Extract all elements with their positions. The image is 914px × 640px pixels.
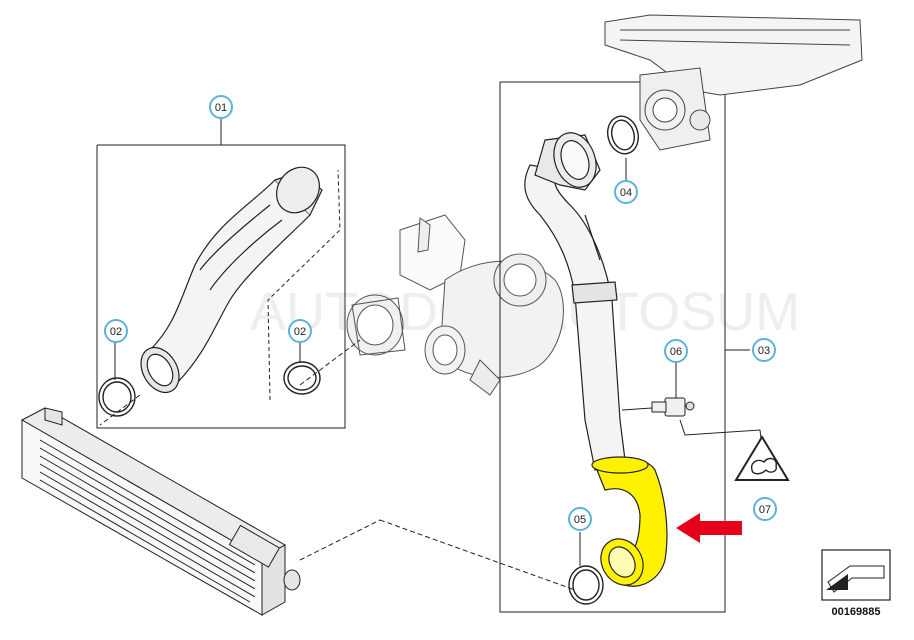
warning-triangle-icon — [734, 435, 790, 481]
charge-air-pipe-03[interactable] — [524, 127, 626, 471]
red-arrow-icon — [676, 513, 742, 543]
o-ring-04[interactable] — [604, 113, 643, 157]
diagram-code: 00169885 — [832, 606, 881, 618]
callout-03[interactable]: 03 — [752, 338, 776, 362]
pressure-sensor-06[interactable] — [621, 362, 695, 417]
callout-03-label: 03 — [758, 345, 770, 357]
intercooler — [20, 407, 301, 616]
callout-01-label: 01 — [215, 102, 227, 114]
highlighted-hose-section[interactable] — [591, 456, 668, 593]
callout-05-label: 05 — [574, 514, 586, 526]
turbocharger — [346, 214, 564, 396]
callout-05[interactable]: 05 — [568, 507, 592, 531]
group-box-01 — [96, 118, 346, 429]
callout-04[interactable]: 04 — [614, 180, 638, 204]
connector-lines — [99, 339, 576, 591]
charge-air-hose-01[interactable] — [133, 159, 328, 399]
callout-02-right[interactable]: 02 — [288, 319, 312, 343]
callout-02-left-label: 02 — [110, 326, 122, 338]
diagram-reference-box: 00169885 — [821, 549, 891, 618]
callout-06[interactable]: 06 — [664, 339, 688, 363]
leader-07 — [679, 419, 763, 449]
throttle-housing — [604, 14, 863, 151]
o-ring-02-right[interactable] — [283, 361, 321, 395]
callout-06-label: 06 — [670, 346, 682, 358]
callout-02-left[interactable]: 02 — [104, 319, 128, 343]
callout-04-label: 04 — [620, 187, 632, 199]
callout-07[interactable]: 07 — [753, 497, 777, 521]
o-ring-05[interactable] — [568, 565, 604, 605]
o-ring-02-left[interactable] — [98, 377, 136, 417]
callout-01[interactable]: 01 — [209, 95, 233, 119]
callout-07-label: 07 — [759, 504, 771, 516]
callout-02-right-label: 02 — [294, 326, 306, 338]
